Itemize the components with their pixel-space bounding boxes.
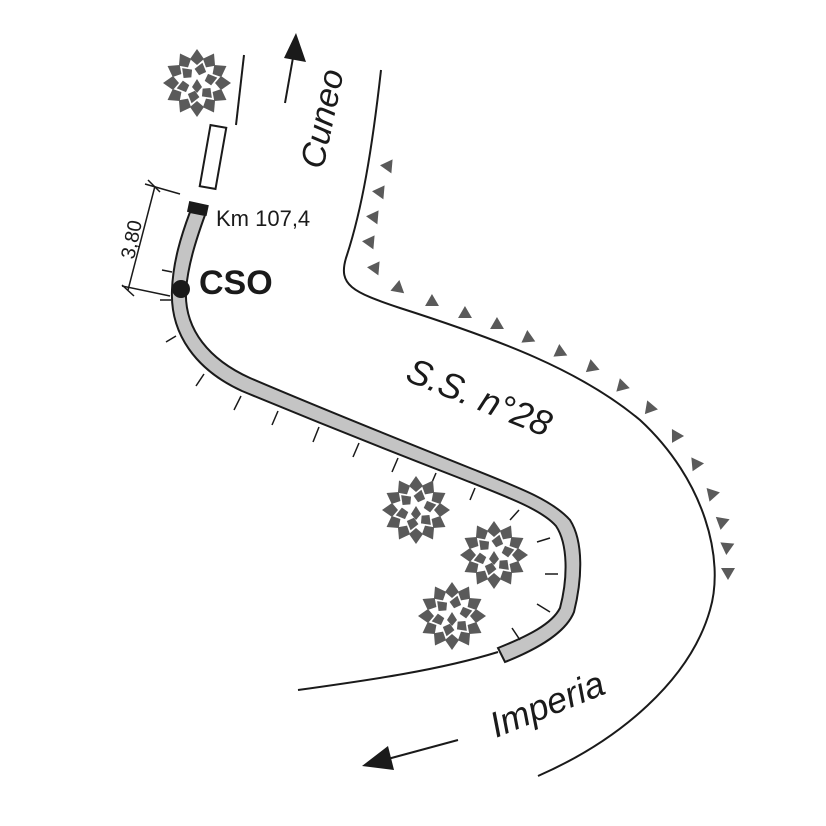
road-name-label: S.S. n°28 [401, 349, 558, 444]
road-edge-left-south [297, 651, 499, 691]
direction-south-label: Imperia [484, 662, 611, 745]
dimension-label: 3,80 [117, 218, 147, 261]
dimension-line [121, 179, 181, 297]
barrier-block [198, 123, 228, 191]
km-marker-post [186, 201, 209, 216]
tree-icon [460, 521, 528, 589]
station-dot-icon [172, 280, 190, 298]
arrow-down-left-icon [362, 739, 459, 770]
tree-icon [418, 582, 486, 650]
road-edge-left [235, 54, 245, 126]
road-edge-right [342, 69, 716, 777]
km-marker-label: Km 107,4 [216, 206, 310, 231]
tree-icon [163, 49, 231, 117]
curb-ticks [160, 269, 558, 641]
tree-icon [382, 476, 450, 544]
direction-north-label: Cuneo [294, 66, 352, 172]
sidewalk-path [170, 210, 582, 664]
arrow-up-icon [284, 33, 306, 104]
station-label: CSO [199, 264, 273, 302]
